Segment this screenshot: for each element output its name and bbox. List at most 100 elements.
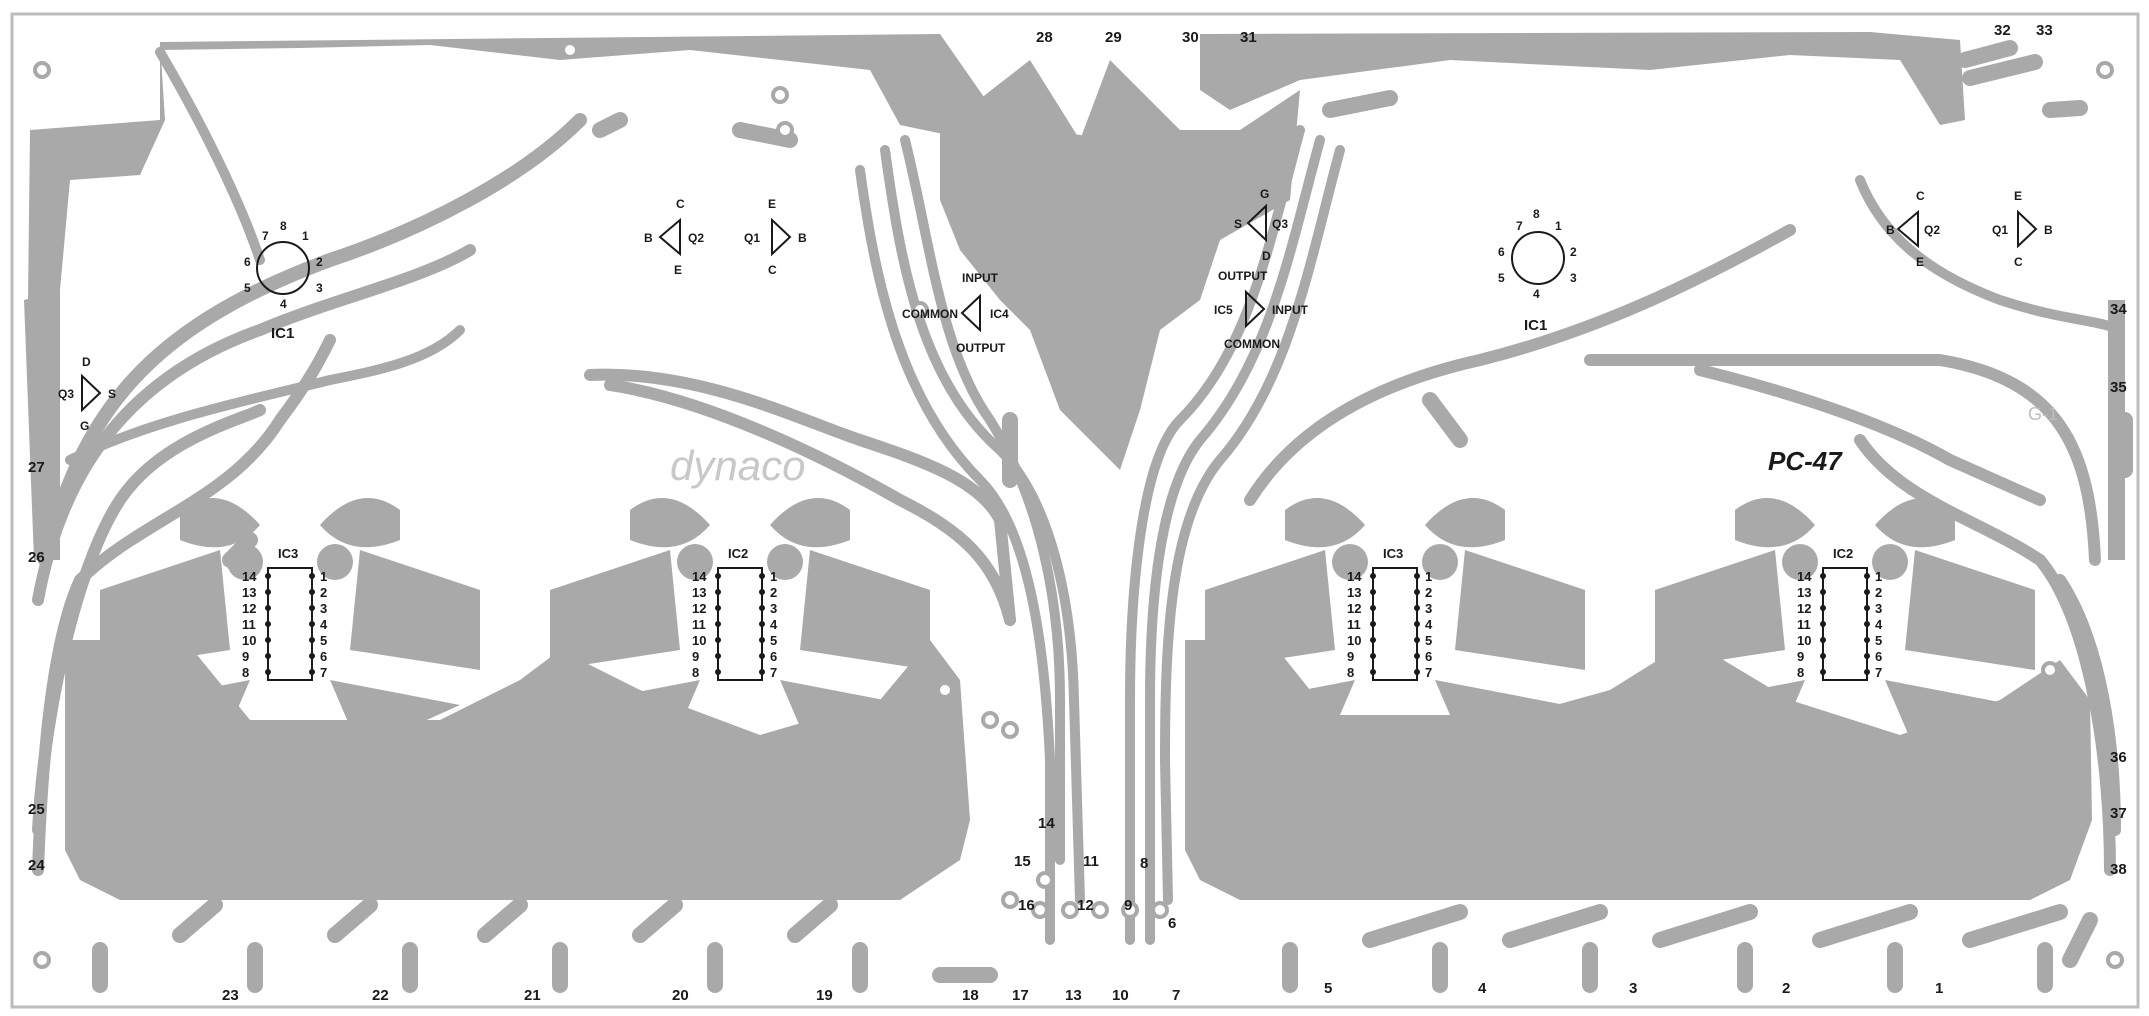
edge-pin-4: 4 <box>1478 980 1487 997</box>
board-model-label: PC-47 <box>1768 446 1843 476</box>
dip-pin-label: 13 <box>692 585 706 600</box>
dip-pin-label: 3 <box>770 601 777 616</box>
dip-pin-label: 8 <box>692 665 699 680</box>
edge-pin-30: 30 <box>1182 29 1199 46</box>
svg-text:1: 1 <box>302 229 309 243</box>
drill-hole <box>33 951 51 969</box>
copper-pours <box>24 32 2125 900</box>
dip-pin-label: 8 <box>242 665 249 680</box>
svg-text:4: 4 <box>280 297 287 311</box>
dip-pin-label: 11 <box>242 617 256 632</box>
svg-text:B: B <box>1886 223 1895 237</box>
ic1-right-label: IC1 <box>1524 317 1547 334</box>
q3-right: G S Q3 D <box>1234 187 1288 263</box>
dip-pin-label: 10 <box>1797 633 1811 648</box>
edge-pin-36: 36 <box>2110 749 2127 766</box>
dip-label: IC3 <box>1383 546 1403 561</box>
dip-pin-label: 3 <box>1875 601 1882 616</box>
drill-hole <box>936 681 954 699</box>
edge-pin-10: 10 <box>1112 987 1129 1004</box>
edge-pin-35: 35 <box>2110 379 2127 396</box>
svg-text:D: D <box>1262 249 1271 263</box>
svg-text:S: S <box>108 387 116 401</box>
svg-text:OUTPUT: OUTPUT <box>1218 269 1268 283</box>
dip-pin-label: 11 <box>1347 617 1361 632</box>
edge-pin-13: 13 <box>1065 987 1082 1004</box>
svg-text:B: B <box>644 231 653 245</box>
dip-pin-label: 4 <box>1425 617 1433 632</box>
svg-text:E: E <box>1916 255 1924 269</box>
svg-text:1: 1 <box>1555 219 1562 233</box>
q3-left: D Q3 S G <box>58 355 116 433</box>
dip-pin-label: 9 <box>1347 649 1354 664</box>
svg-text:B: B <box>2044 223 2053 237</box>
dip-pin-label: 3 <box>320 601 327 616</box>
dip-pin-label: 5 <box>1425 633 1432 648</box>
svg-text:8: 8 <box>280 219 287 233</box>
edge-pin-24: 24 <box>28 857 45 874</box>
dip-pin-label: 7 <box>320 665 327 680</box>
edge-pin-2: 2 <box>1782 980 1790 997</box>
ic-flower-1 <box>100 498 480 750</box>
svg-text:3: 3 <box>316 281 323 295</box>
svg-text:3: 3 <box>1570 271 1577 285</box>
dip-pin-label: 2 <box>1425 585 1432 600</box>
slot-pad <box>632 897 683 943</box>
dip-pin-label: 14 <box>1797 569 1812 584</box>
svg-text:8: 8 <box>1533 207 1540 221</box>
slot-pad <box>787 897 838 943</box>
edge-pin-labels: 1234567891011121314151617181920212223242… <box>28 22 2127 1004</box>
dip-pin-label: 10 <box>692 633 706 648</box>
dip-pin-label: 11 <box>1797 617 1811 632</box>
dip-pin-label: 14 <box>692 569 707 584</box>
dip-pin-label: 4 <box>320 617 328 632</box>
svg-text:7: 7 <box>262 229 269 243</box>
dip-pin-label: 1 <box>1875 569 1882 584</box>
slot-pad <box>1962 54 2043 86</box>
svg-text:6: 6 <box>1498 245 1505 259</box>
ic5-regulator: OUTPUT IC5 INPUT COMMON <box>1214 269 1309 351</box>
svg-text:Q3: Q3 <box>1272 217 1288 231</box>
edge-pin-29: 29 <box>1105 29 1122 46</box>
slot-pad <box>327 897 378 943</box>
drill-hole <box>911 301 929 319</box>
edge-pin-28: 28 <box>1036 29 1053 46</box>
drill-hole <box>561 41 579 59</box>
edge-pin-16: 16 <box>1018 897 1035 914</box>
edge-pin-7: 7 <box>1172 987 1180 1004</box>
drill-hole <box>1001 891 1019 909</box>
edge-pin-27: 27 <box>28 459 45 476</box>
edge-pin-32: 32 <box>1994 22 2011 39</box>
edge-pin-33: 33 <box>2036 22 2053 39</box>
edge-pin-37: 37 <box>2110 805 2127 822</box>
dip-pin-label: 7 <box>770 665 777 680</box>
dip-pin-label: 10 <box>1347 633 1361 648</box>
drill-hole <box>33 61 51 79</box>
svg-text:2: 2 <box>1570 245 1577 259</box>
slot-pad <box>2062 912 2098 968</box>
q2-right: C B Q2 E <box>1886 189 1940 269</box>
dip-pin-label: 2 <box>320 585 327 600</box>
drill-hole <box>1091 901 1109 919</box>
edge-pin-17: 17 <box>1012 987 1029 1004</box>
edge-pin-6: 6 <box>1168 915 1176 932</box>
ic1-left: 7 8 1 6 2 5 3 4 IC1 <box>244 219 323 342</box>
svg-text:D: D <box>82 355 91 369</box>
slot-pad <box>592 112 628 138</box>
drill-hole <box>2106 951 2124 969</box>
edge-pin-14: 14 <box>1038 815 1055 832</box>
dip-pin-label: 9 <box>1797 649 1804 664</box>
dip-pin-label: 3 <box>1425 601 1432 616</box>
dip-pin-label: 6 <box>320 649 327 664</box>
svg-text:C: C <box>676 197 685 211</box>
ic-flower-4 <box>1655 498 2035 750</box>
drill-hole <box>981 711 999 729</box>
slot-pad <box>1652 904 1758 948</box>
drill-hole <box>776 121 794 139</box>
dip-pin-label: 9 <box>692 649 699 664</box>
svg-text:G: G <box>80 419 89 433</box>
svg-text:Q3: Q3 <box>58 387 74 401</box>
